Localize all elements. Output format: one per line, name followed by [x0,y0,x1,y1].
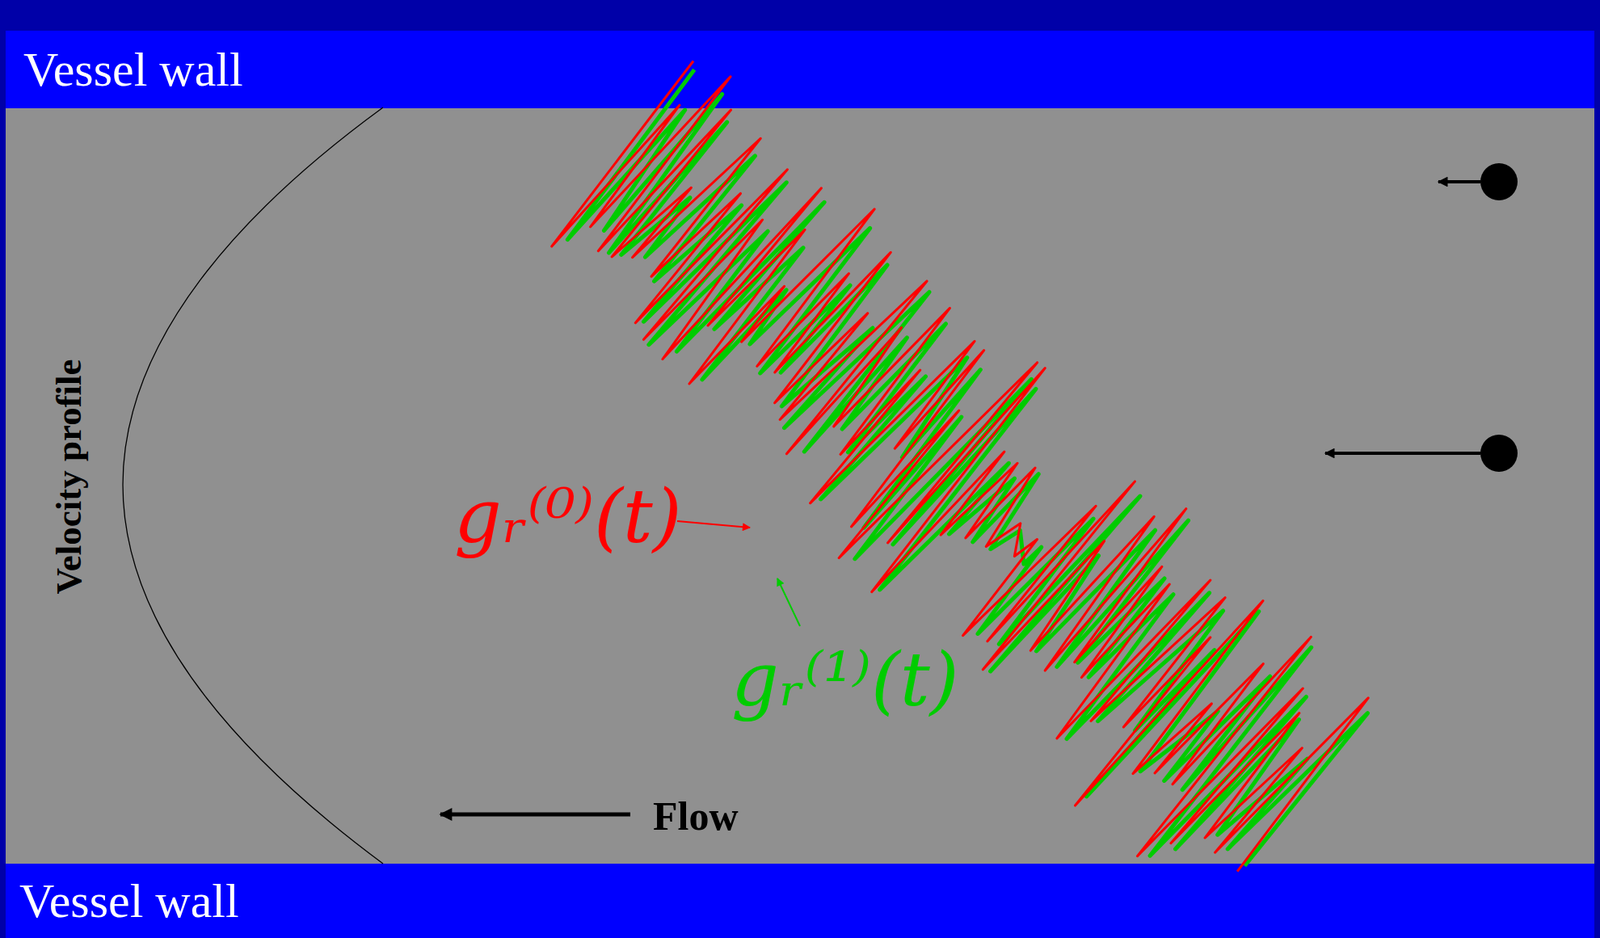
leader-line [777,578,800,627]
velocity-profile-curve [122,107,384,864]
wall-label: Vessel wall [23,42,244,97]
wall-label: Vessel wall [19,874,240,928]
particle-dot [1480,163,1518,201]
velocity-arrow [1325,451,1481,455]
leader-line [677,521,750,528]
bottom-wall-band [5,863,1595,938]
signal-trace [551,60,1369,872]
axis-label: Velocity profile [49,358,90,594]
flow-label: Flow [652,794,739,839]
velocity-arrow [1438,180,1481,184]
signal-label: gᵣ⁽⁰⁾(t) [454,475,683,558]
signal-label: gᵣ⁽¹⁾(t) [731,639,960,721]
flow-arrow [440,812,631,817]
lumen [5,108,1595,864]
vessel-wall-band: Vessel wall [5,863,1595,938]
top-wall-band [5,30,1595,109]
vessel-wall-band: Vessel wall [5,30,1595,109]
particle-dot [1480,434,1518,472]
signal-traces [551,60,1369,872]
